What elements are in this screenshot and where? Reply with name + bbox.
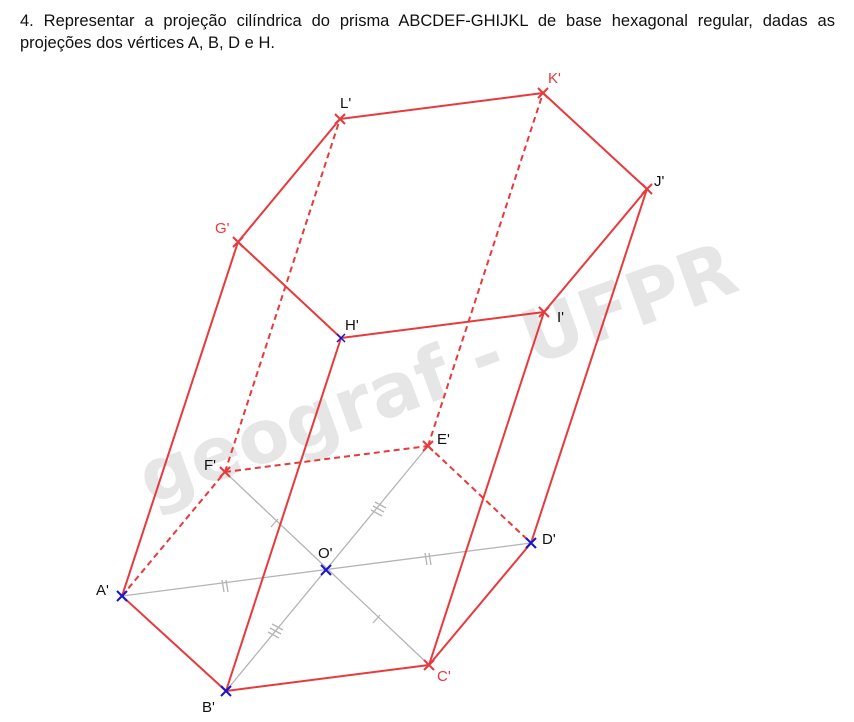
tick-mark xyxy=(424,552,428,566)
vertex-marker-i xyxy=(538,306,550,318)
hidden-edge-f-l xyxy=(224,118,341,473)
tick-mark xyxy=(370,509,383,517)
visible-edge-a-g xyxy=(121,241,239,597)
visible-edge-i-j xyxy=(543,188,648,313)
vertex-label-j: J' xyxy=(654,173,665,190)
tick-mark xyxy=(269,627,282,635)
exercise-statement: 4. Representar a projeção cilíndrica do … xyxy=(20,12,835,52)
vertex-label-o: O' xyxy=(318,545,333,562)
vertex-label-b: B' xyxy=(202,699,215,716)
tick-mark xyxy=(428,552,432,566)
visible-edge-h-i xyxy=(340,311,545,339)
vertex-label-f: F' xyxy=(204,457,216,474)
vertex-label-e: E' xyxy=(437,431,450,448)
tick-mark xyxy=(372,614,381,624)
vertex-labels: A' B' C' D' E' F' O' G' H' I' J' K' L' xyxy=(96,70,665,716)
hidden-edges xyxy=(121,92,544,597)
tick-mark xyxy=(267,631,280,639)
vertex-marker-a xyxy=(116,590,128,602)
vertex-marker-j xyxy=(641,183,653,195)
vertex-marker-b xyxy=(220,685,232,697)
hidden-edge-a-f xyxy=(121,471,226,597)
hidden-edge-f-e xyxy=(224,445,429,473)
visible-edge-a-b xyxy=(121,595,227,692)
vertex-marker-g xyxy=(232,236,244,248)
visible-edge-c-i xyxy=(428,311,545,666)
visible-edge-l-g xyxy=(237,118,341,243)
visible-edge-g-h xyxy=(237,241,342,339)
vertex-label-h: H' xyxy=(345,317,359,334)
vertex-label-a: A' xyxy=(96,582,109,599)
vertex-label-k: K' xyxy=(548,70,561,87)
vertex-marker-h xyxy=(336,333,346,343)
vertex-markers xyxy=(116,87,653,697)
tick-mark xyxy=(271,623,284,631)
hidden-edge-e-d xyxy=(427,445,532,544)
visible-edge-b-h xyxy=(225,337,342,692)
visible-edge-k-l xyxy=(339,92,544,120)
visible-edge-j-k xyxy=(542,92,648,190)
vertex-marker-f xyxy=(219,466,231,478)
vertex-label-i: I' xyxy=(557,309,564,326)
vertex-label-g: G' xyxy=(215,220,230,237)
vertex-marker-l xyxy=(334,113,346,125)
vertex-label-l: L' xyxy=(340,95,351,112)
visible-edge-d-j xyxy=(530,188,648,544)
visible-edges xyxy=(121,92,648,692)
tick-mark xyxy=(372,505,385,513)
vertex-marker-o xyxy=(320,564,332,576)
visible-edge-b-c xyxy=(225,664,430,692)
tick-mark xyxy=(374,501,387,509)
vertex-label-c: C' xyxy=(437,668,451,685)
vertex-label-d: D' xyxy=(542,531,556,548)
tick-mark xyxy=(221,579,225,593)
vertex-marker-c xyxy=(423,659,435,671)
hidden-edge-e-k xyxy=(427,92,544,447)
vertex-marker-d xyxy=(525,537,537,549)
vertex-marker-k xyxy=(537,87,549,99)
tick-mark xyxy=(225,579,229,593)
vertex-marker-e xyxy=(422,440,434,452)
visible-edge-c-d xyxy=(428,542,532,666)
tick-mark xyxy=(270,518,279,528)
